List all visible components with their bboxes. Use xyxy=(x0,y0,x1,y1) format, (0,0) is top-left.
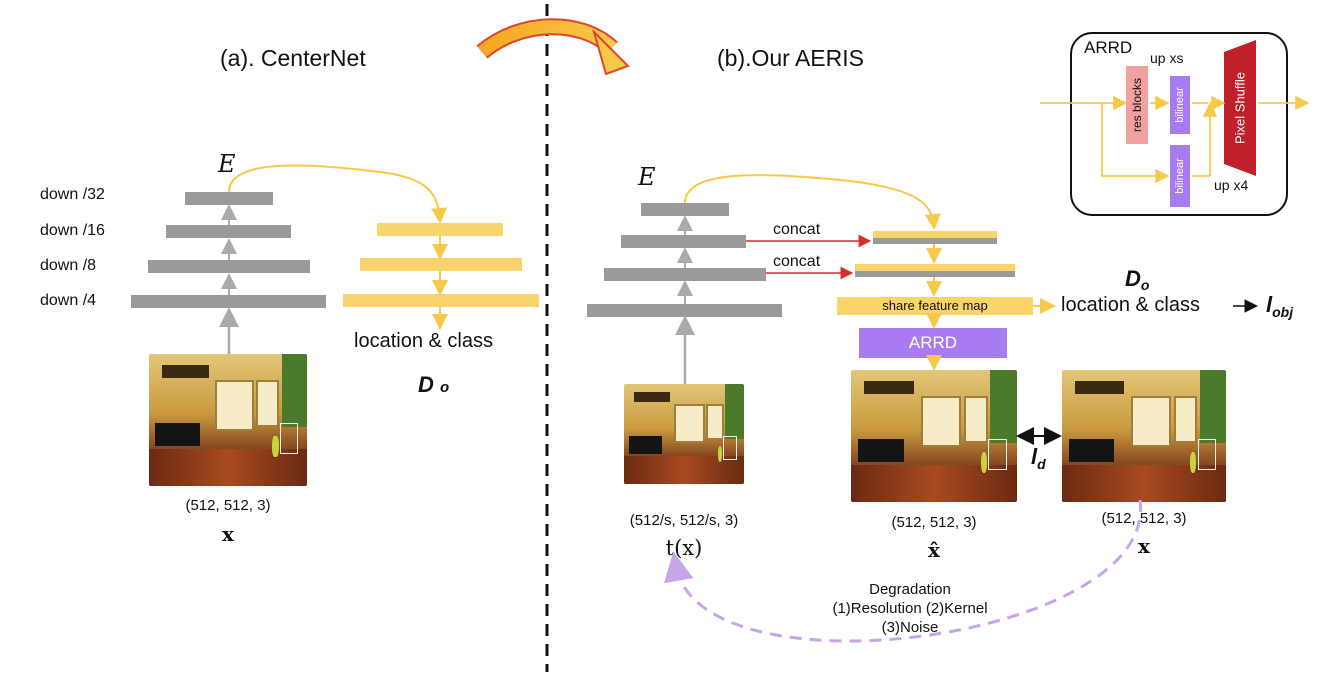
inset-up-x4: up x4 xyxy=(1214,177,1249,193)
loss-obj-letter: l xyxy=(1266,292,1273,317)
head-label-b: location & class xyxy=(1061,294,1200,316)
loss-obj-sub: obj xyxy=(1272,304,1294,320)
head-label-a: location & class xyxy=(354,330,493,352)
arrd-inset-frame xyxy=(1070,32,1288,216)
encoder-bar-b-3 xyxy=(604,268,766,281)
head-name-b: Do xyxy=(1125,266,1150,293)
input-shape-a: (512, 512, 3) xyxy=(185,497,271,514)
share-feature-map: share feature map xyxy=(837,297,1033,315)
degraded-image xyxy=(624,384,744,484)
down-label-32: down /32 xyxy=(40,186,105,203)
loss-d-sub: d xyxy=(1037,456,1046,472)
head-name-a-sub: o xyxy=(440,379,450,396)
concat-label-2: concat xyxy=(773,253,821,270)
original-image xyxy=(1062,370,1226,502)
encoder-bar-a-4 xyxy=(131,295,326,308)
panel-a-title: (a). CenterNet xyxy=(220,45,366,71)
arrd-block: ARRD xyxy=(859,328,1007,358)
concat-bar-2-yellow xyxy=(855,264,1015,271)
encoder-bar-a-16 xyxy=(166,225,291,238)
degraded-shape: (512/s, 512/s, 3) xyxy=(629,512,739,529)
degradation-line2: (3)Noise xyxy=(881,619,939,636)
original-shape: (512, 512, 3) xyxy=(1101,510,1187,527)
encoder-bar-a-8 xyxy=(148,260,310,273)
panel-b-title: (b).Our AERIS xyxy=(717,45,864,71)
restored-image xyxy=(851,370,1017,502)
head-bar-a-3 xyxy=(343,294,539,307)
restored-shape: (512, 512, 3) xyxy=(891,514,977,531)
bilinear-top-block: bilinear xyxy=(1170,76,1190,134)
head-bar-a-1 xyxy=(377,223,503,236)
concat-label-1: concat xyxy=(773,221,821,238)
concat-bar-2-gray xyxy=(855,271,1015,277)
head-name-b-sub: o xyxy=(1140,277,1150,293)
input-label-a: x xyxy=(222,522,234,546)
encoder-bar-b-1 xyxy=(641,203,729,216)
bilinear-bottom-block: bilinear xyxy=(1170,145,1190,207)
loss-d-letter: l xyxy=(1031,444,1038,469)
encoder-bar-b-4 xyxy=(587,304,782,317)
concat-bar-1-yellow xyxy=(873,231,997,238)
encoder-label-b: E xyxy=(638,163,656,191)
head-name-a-letter: D xyxy=(418,372,434,397)
head-bar-a-2 xyxy=(360,258,522,271)
original-label: x xyxy=(1138,534,1150,558)
input-image-a xyxy=(149,354,307,486)
encoder-bar-a-32 xyxy=(185,192,273,205)
encoder-bar-b-2 xyxy=(621,235,746,248)
pixel-shuffle-block xyxy=(1224,40,1256,176)
degradation-title: Degradation xyxy=(869,581,951,598)
down-label-8: down /8 xyxy=(40,257,97,274)
degradation-line1: (1)Resolution (2)Kernel xyxy=(832,600,988,617)
head-name-b-letter: D xyxy=(1125,266,1141,291)
loss-d: ld xyxy=(1031,444,1046,472)
inset-title: ARRD xyxy=(1084,38,1133,57)
restored-label: x̂ xyxy=(928,538,940,562)
loss-obj: lobj xyxy=(1266,292,1294,320)
inset-up-xs: up xs xyxy=(1150,50,1184,66)
panel-divider xyxy=(545,4,549,672)
degradation-text: Degradation (1)Resolution (2)Kernel (3)N… xyxy=(790,580,1030,637)
res-blocks-block: res blocks xyxy=(1126,66,1148,144)
concat-bar-1-gray xyxy=(873,238,997,244)
down-label-4: down /4 xyxy=(40,292,97,309)
down-label-16: down /16 xyxy=(40,222,105,239)
head-name-a: D o xyxy=(418,372,449,398)
encoder-label-a: E xyxy=(218,150,236,178)
